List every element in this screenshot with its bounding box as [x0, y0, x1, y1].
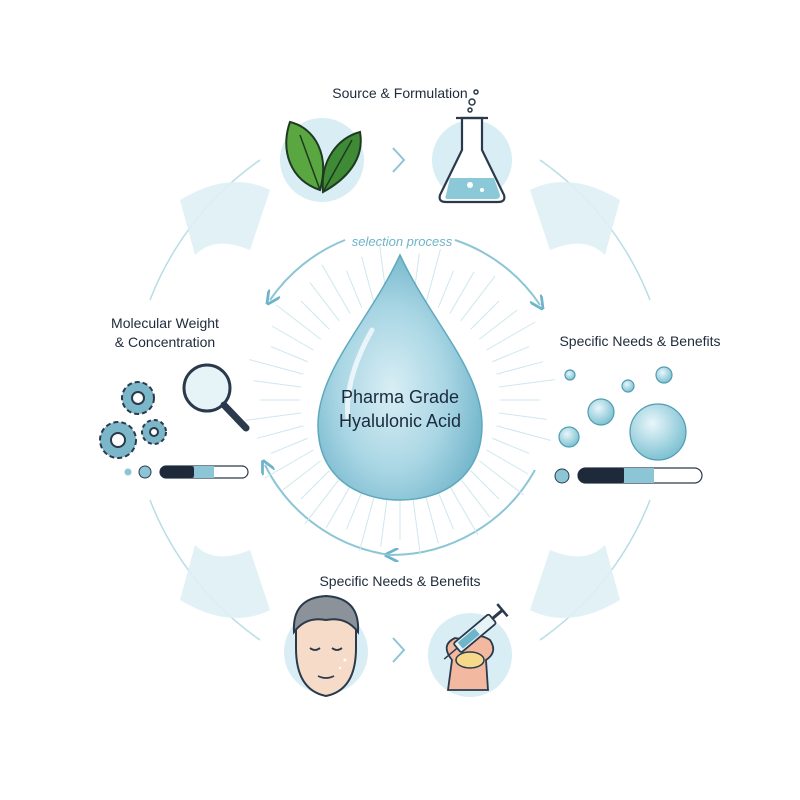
sunburst-ray	[437, 270, 455, 308]
sunburst-ray	[449, 486, 479, 536]
drop-highlight	[344, 327, 375, 423]
sunburst-ray	[460, 479, 491, 518]
sunburst-ray	[345, 270, 363, 308]
sunburst-ray	[300, 470, 330, 500]
sunburst-ray	[425, 496, 439, 544]
sunburst-ray	[470, 470, 500, 500]
sunburst-ray	[499, 379, 555, 388]
sunburst-ray	[245, 412, 301, 421]
section-title-bottom: Specific Needs & Benefits	[319, 573, 481, 589]
center-title-line1: Pharma Grade	[340, 387, 460, 407]
sunburst-ray	[499, 412, 547, 420]
section-title-left-line1: Molecular Weight	[111, 315, 219, 331]
sunburst-ray	[325, 486, 351, 529]
center-title-line2: Hyalulonic Acid	[338, 411, 462, 431]
sunburst-ray	[492, 437, 530, 455]
sunburst-ray	[361, 256, 375, 304]
section-title-top: Source & Formulation	[332, 85, 468, 101]
bubbles-icon	[558, 366, 687, 461]
sunburst-rays	[245, 245, 555, 555]
sunburst-ray	[282, 460, 321, 491]
sunburst-ray	[496, 425, 551, 441]
sunburst-ray	[249, 359, 304, 375]
sunburst-ray	[264, 449, 314, 479]
sunburst-ray	[470, 300, 500, 330]
sunburst-ray	[492, 345, 530, 363]
sunburst-ray	[486, 321, 536, 351]
cycle-arrows	[265, 239, 540, 555]
sunburst-ray	[256, 425, 304, 439]
sunburst-ray	[425, 249, 441, 304]
water-drop	[317, 253, 483, 501]
section-title-left-line2: & Concentration	[114, 334, 216, 350]
magnifier-icon	[182, 363, 250, 432]
sunburst-ray	[345, 492, 363, 530]
sunburst-ray	[359, 496, 375, 551]
sunburst-ray	[380, 499, 388, 547]
cycle-label: selection process	[352, 234, 453, 249]
sunburst-ray	[253, 380, 301, 388]
sunburst-ray	[486, 449, 529, 475]
sunburst-ray	[321, 264, 351, 314]
sunburst-ray	[479, 460, 525, 496]
sunburst-ray	[271, 325, 314, 351]
sunburst-ray	[460, 275, 496, 321]
section-title-right: Specific Needs & Benefits	[559, 333, 721, 349]
sunburst-ray	[437, 492, 455, 530]
sunburst-ray	[270, 345, 308, 363]
leaf-icon	[280, 118, 364, 202]
sunburst-ray	[304, 479, 340, 525]
sunburst-ray	[275, 304, 321, 340]
sunburst-ray	[449, 271, 475, 314]
sunburst-ray	[300, 300, 330, 330]
flask-icon	[432, 89, 512, 204]
left-slider-icon	[124, 465, 249, 479]
sunburst-ray	[496, 361, 544, 375]
center-title: Pharma Grade Hyalulonic Acid	[300, 385, 500, 433]
face-icon	[284, 594, 368, 698]
ribbon-decor	[180, 182, 620, 618]
sunburst-ray	[270, 437, 308, 455]
sunburst-ray	[309, 282, 340, 321]
right-slider-icon	[554, 467, 703, 484]
section-title-left: Molecular Weight & Concentration	[90, 314, 240, 352]
chevron-right-icon	[392, 147, 406, 173]
gears-icon	[99, 381, 167, 459]
sunburst-ray	[479, 309, 518, 340]
sunburst-ray	[412, 499, 421, 555]
joint-syringe-icon	[428, 603, 512, 697]
chevron-right-icon-bottom	[392, 637, 406, 663]
